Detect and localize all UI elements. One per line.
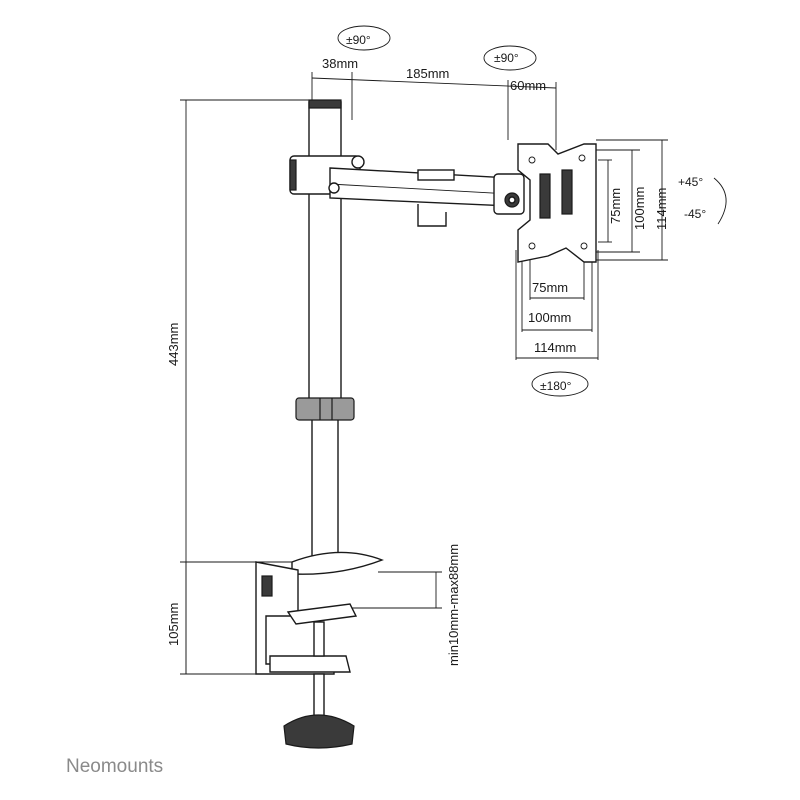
arm-length-label: 185mm [406,66,449,81]
vesa-plate [517,143,597,263]
desk-thickness-label: min10mm-max88mm [446,544,461,666]
vesa-height-114-label: 114mm [654,188,669,230]
pole-diameter-label: 38mm [322,56,358,71]
vesa-width-114-label: 114mm [534,340,576,355]
dimension-lines [180,72,668,675]
pole [295,99,355,563]
vesa-width-100-label: 100mm [528,310,571,325]
arm-swivel-label: ±90° [494,51,519,65]
vesa-height-75-label: 75mm [608,188,623,224]
vesa-width-75-label: 75mm [532,280,568,295]
pole-swivel-label: ±90° [346,33,371,47]
clamp-height-label: 105mm [166,603,181,646]
vesa-height-100-label: 100mm [632,187,647,230]
tilt-down-label: -45° [684,207,706,221]
tilt-up-label: +45° [678,175,703,189]
rotation-arrows [337,25,727,397]
desk-clamp [255,551,384,749]
height-label: 443mm [166,323,181,366]
arm [289,155,525,227]
rotate-label: ±180° [540,379,572,393]
brand-logo: Neomounts [66,756,163,777]
head-depth-label: 60mm [510,78,546,93]
